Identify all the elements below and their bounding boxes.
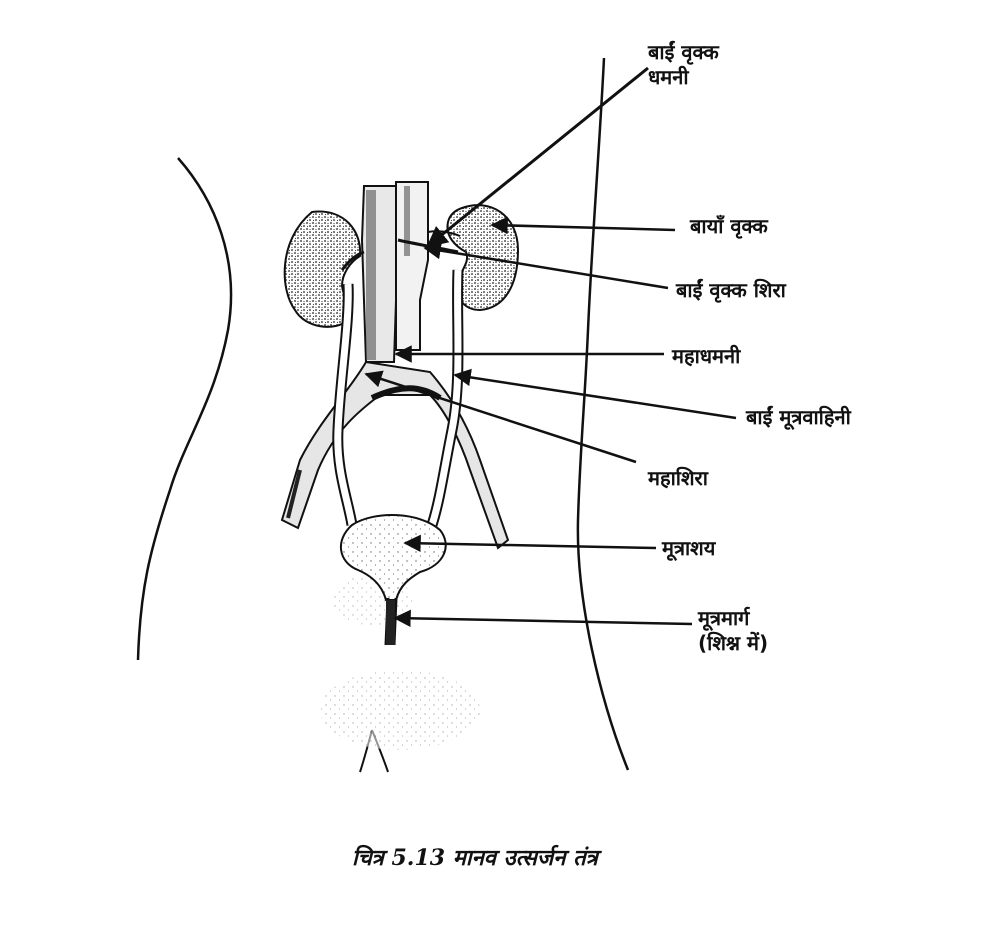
body-outline-left (136, 157, 233, 661)
label-urethra: मूत्रमार्ग (शिश्न में) (698, 606, 768, 656)
figure-caption: चित्र 5.13 मानव उत्सर्जन तंत्र (352, 845, 598, 871)
pointer-left-renal-vein (423, 241, 669, 290)
label-left-renal-vein: बाईं वृक्क शिरा (676, 278, 786, 302)
label-aorta: महाधमनी (672, 344, 741, 368)
label-urethra-line2: (शिश्न में) (698, 631, 769, 655)
label-left-renal-artery-line2: धमनी (648, 65, 689, 89)
pointer-left-kidney (490, 216, 676, 235)
label-left-renal-artery-line1: बाईं वृक्क (648, 40, 719, 64)
aorta (395, 181, 429, 351)
body-outline-right (576, 57, 630, 771)
pointer-left-ureter (453, 368, 737, 420)
pubic-area-shading (320, 670, 480, 750)
right-renal-vein (340, 250, 365, 271)
label-urethra-line1: मूत्रमार्ग (698, 606, 750, 630)
pointer-bladder (403, 534, 657, 553)
label-vena-cava: महाशिरा (648, 466, 708, 490)
pointer-urethra (393, 609, 693, 628)
pointer-vena-cava (364, 370, 637, 464)
label-left-renal-artery: बाईं वृक्क धमनी (648, 40, 719, 90)
label-left-ureter: बाईं मूत्रवाहिनी (746, 405, 851, 429)
label-left-kidney: बायाँ वृक्क (690, 214, 768, 238)
label-bladder: मूत्राशय (662, 536, 716, 560)
pointer-left-renal-artery (426, 66, 649, 248)
